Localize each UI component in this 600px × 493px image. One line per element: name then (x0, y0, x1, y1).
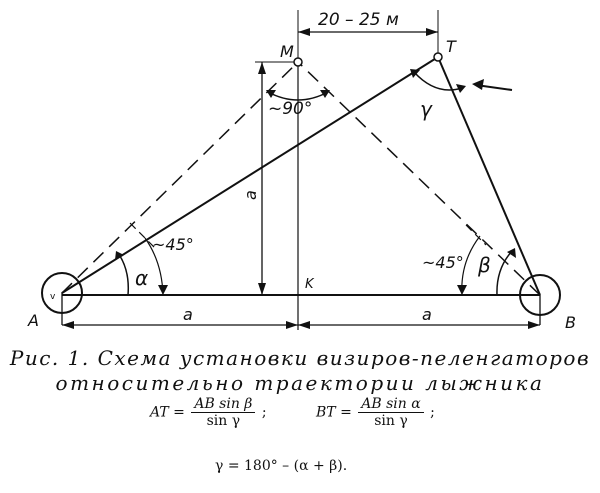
line-am-dashed (61, 61, 299, 294)
line-at (61, 56, 439, 294)
formula-at-numerator: AB sin β (191, 396, 256, 413)
label-side-a-left: a (183, 305, 193, 324)
label-point-k: K (305, 277, 315, 292)
arrowhead-top-left (298, 28, 310, 36)
formula-bt-fraction: AB sin α sin γ (358, 396, 424, 429)
arc-90-arrow-left (266, 90, 276, 98)
formula-at-lhs: AT = (150, 404, 185, 421)
formula-at: AT = AB sin β sin γ ; (150, 396, 267, 429)
label-side-a-vertical: a (241, 190, 260, 200)
label-point-a: A (27, 311, 39, 330)
arc-45-left-arrow (158, 285, 168, 295)
direction-arrow-icon (472, 79, 484, 90)
perp-dash-a (129, 222, 156, 249)
arc-gamma (413, 71, 463, 91)
triangulation-diagram: 20 – 25 м M T ~90° γ ~45° ~45° α β K a a… (27, 10, 576, 332)
label-alpha: α (135, 266, 148, 290)
point-m (293, 57, 303, 67)
label-small-v: v (50, 292, 56, 302)
point-t (433, 52, 443, 62)
arc-gamma-arrow-left (410, 69, 420, 78)
line-bm-dashed (297, 61, 541, 296)
arrowhead-up (258, 62, 266, 74)
arc-beta-arrow (507, 248, 516, 258)
formula-bt-denominator: sin γ (374, 413, 408, 429)
formula-bt-separator: ; (430, 404, 435, 421)
label-point-t: T (446, 37, 457, 56)
label-distance-top: 20 – 25 м (318, 10, 399, 30)
formula-bt-numerator: AB sin α (358, 396, 424, 413)
arrowhead-bottom-a (62, 321, 74, 329)
formula-at-fraction: AB sin β sin γ (191, 396, 256, 429)
formula-bt-lhs: BT = (316, 404, 352, 421)
perp-dash-b (465, 224, 487, 246)
label-gamma: γ (420, 97, 433, 121)
arrowhead-bottom-mid-left (286, 321, 298, 329)
label-angle-45-right: ~45° (422, 253, 464, 272)
arc-alpha (117, 252, 130, 296)
formula-at-denominator: sin γ (206, 413, 241, 429)
caption-line-2: относительно траектории лыжника (55, 371, 545, 395)
arc-gamma-arrow-right (456, 84, 466, 93)
label-beta: β (477, 253, 491, 277)
caption-line-1: Рис. 1. Схема установки визиров-пеленгат… (9, 346, 591, 370)
line-bt (437, 56, 541, 296)
arrowhead-bottom-mid-right (298, 321, 310, 329)
arrowhead-bottom-b (528, 321, 540, 329)
arc-90-arrow-right (320, 90, 330, 98)
label-point-b: B (565, 313, 576, 332)
label-angle-45-left: ~45° (152, 235, 194, 254)
arc-45-right-arrow (457, 285, 467, 295)
arrowhead-top-right (426, 28, 438, 36)
label-angle-90: ~90° (268, 99, 312, 119)
label-side-a-right: a (422, 305, 432, 324)
arc-alpha-arrow (115, 251, 124, 260)
label-point-m: M (280, 42, 294, 61)
arrowhead-down (258, 283, 266, 295)
formula-bt: BT = AB sin α sin γ ; (316, 396, 435, 429)
arc-90 (267, 91, 329, 101)
formula-at-separator: ; (261, 404, 267, 421)
formula-gamma: γ = 180° – (α + β). (215, 458, 348, 474)
